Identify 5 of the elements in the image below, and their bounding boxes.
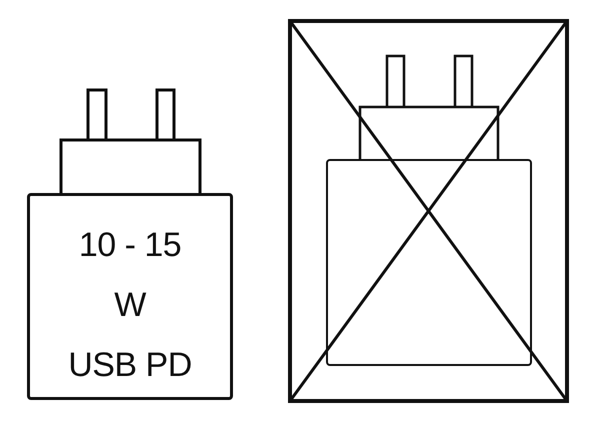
charger-label: USB PD <box>68 345 192 386</box>
charger-label: 10 - 15 <box>78 225 182 266</box>
charger-label: W <box>114 285 146 326</box>
charger-body <box>27 193 233 400</box>
charger-body-outline <box>326 159 532 366</box>
